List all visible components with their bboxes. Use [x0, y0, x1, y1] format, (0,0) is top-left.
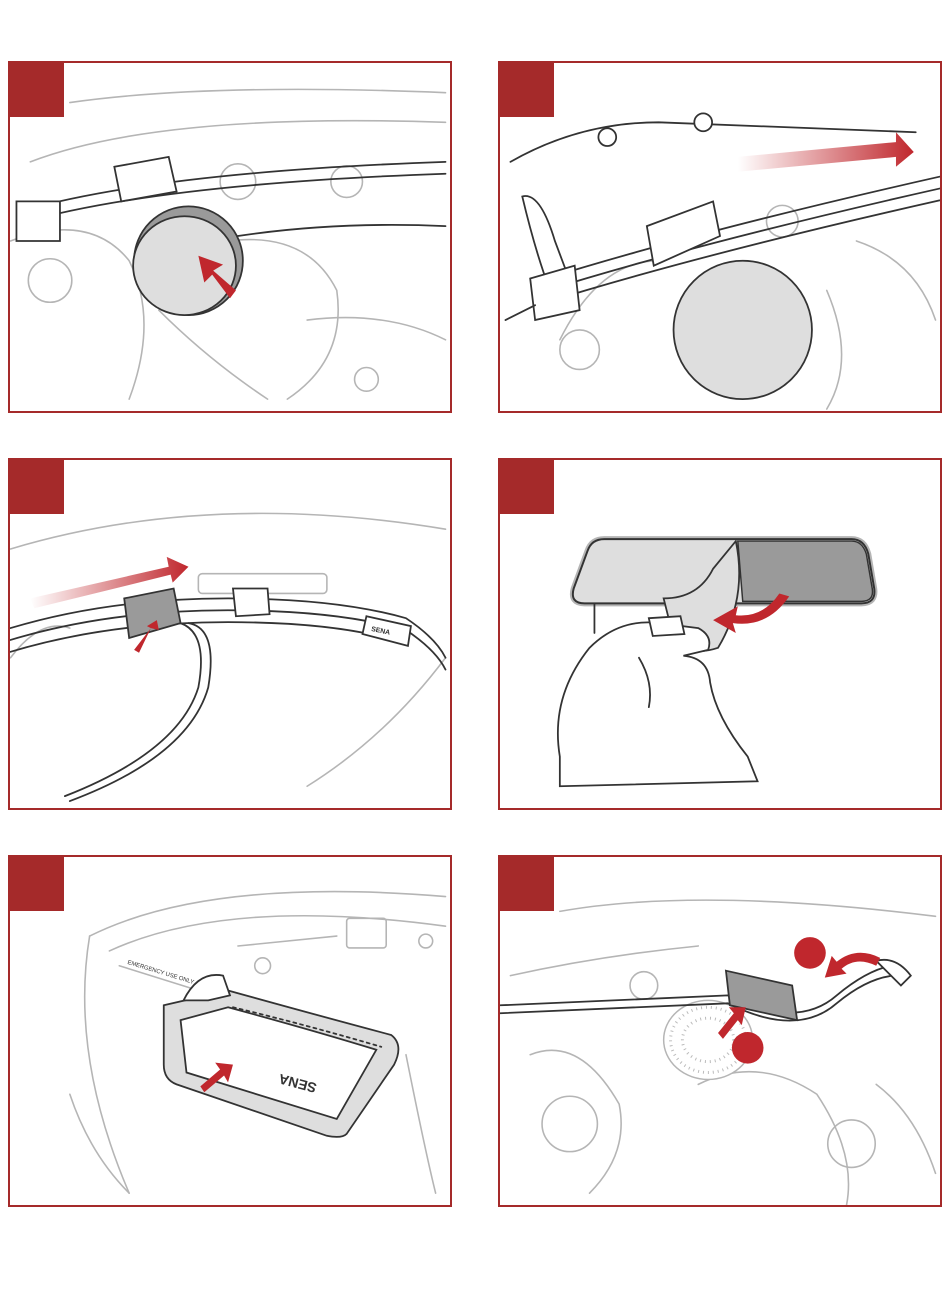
sub-step-marker — [732, 1032, 764, 1064]
module-connection-illustration: SENA — [10, 460, 450, 808]
step-panel-5: EMERGENCY USE ONLY SENA — [8, 855, 452, 1207]
cable-routing-illustration — [500, 63, 940, 411]
step-panel-2 — [498, 61, 942, 413]
final-routing-illustration — [500, 857, 940, 1205]
peel-adhesive-illustration — [500, 460, 940, 808]
step-panel-4 — [498, 458, 942, 810]
attach-unit-illustration: EMERGENCY USE ONLY SENA — [10, 857, 450, 1205]
step-panel-6 — [498, 855, 942, 1207]
sub-step-marker — [794, 937, 826, 969]
step-panel-1 — [8, 61, 452, 413]
step-panel-3: SENA — [8, 458, 452, 810]
speaker-insertion-illustration — [10, 63, 450, 411]
emergency-label: EMERGENCY USE ONLY — [127, 960, 195, 986]
